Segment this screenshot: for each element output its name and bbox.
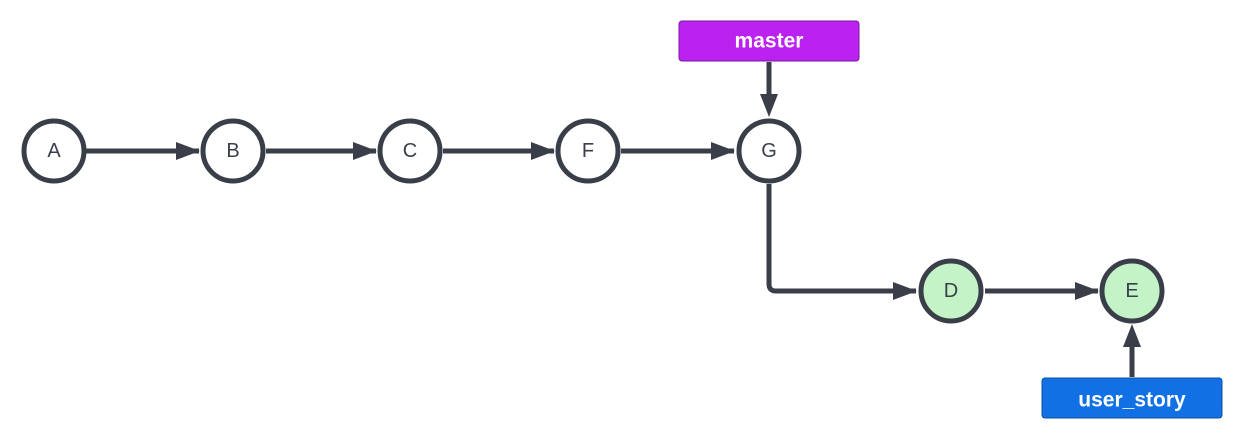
commit-node-g: G [736,118,802,184]
commit-circle [21,118,87,184]
edge-g-d [766,184,916,294]
arrowhead-a-b [176,142,200,160]
arrowhead-d-e [1075,282,1099,300]
commit-node-d: D [918,258,984,324]
commit-node-a: A [21,118,87,184]
commit-node-f: F [555,118,621,184]
commit-label: C [403,140,417,162]
commit-circle [555,118,621,184]
commit-node-c: C [377,118,443,184]
commit-circle [377,118,443,184]
edges [86,142,1099,300]
commit-circle [736,118,802,184]
commit-circle [200,118,266,184]
branch-user-story: user_story [1041,324,1223,419]
commit-label: F [582,140,594,162]
branch-label-user-story [1041,377,1223,419]
master-pointer-arrowhead [760,94,778,117]
commit-circle [918,258,984,324]
arrowhead-g-d [893,282,917,300]
arrowhead-b-c [353,142,377,160]
user-story-pointer-arrowhead [1123,324,1141,347]
commit-label: D [944,280,958,302]
commit-label: B [226,140,239,162]
commit-node-e: E [1099,258,1165,324]
commit-label: G [761,140,777,162]
commit-label: E [1125,280,1138,302]
branch-user-story-text: user_story [1078,389,1186,412]
commit-circle [1099,258,1165,324]
commit-label: A [47,140,61,162]
branch-master-text: master [735,30,804,53]
arrowhead-c-f [531,142,555,160]
commit-node-b: B [200,118,266,184]
arrowhead-f-g [711,142,735,160]
branch-master: master [678,20,860,117]
branch-label-master [678,20,860,62]
